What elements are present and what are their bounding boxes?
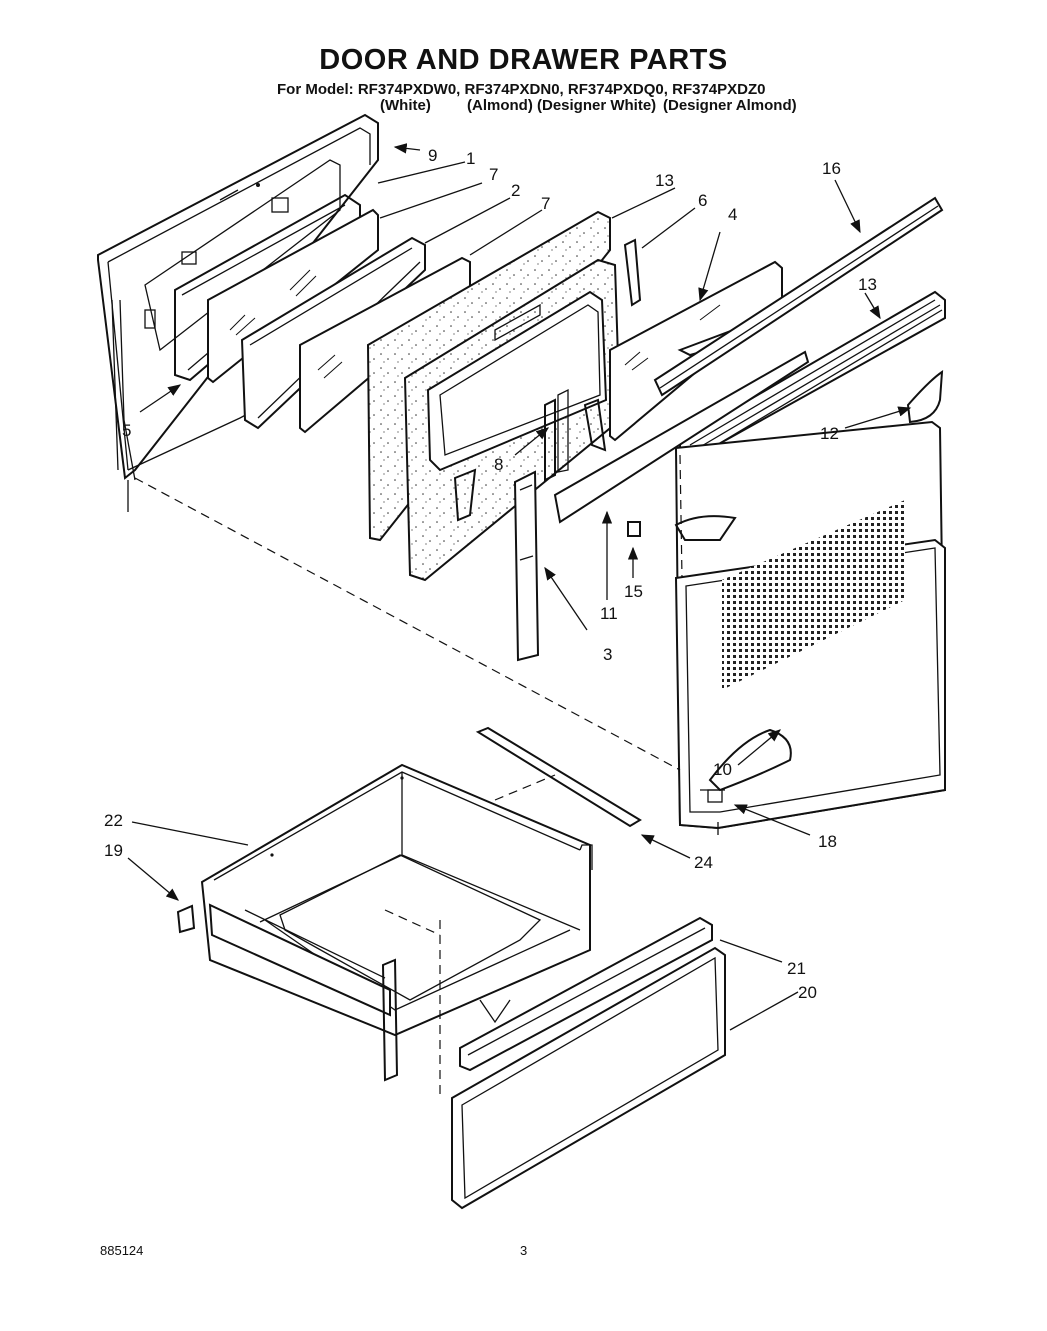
callout-9: 9 — [428, 146, 437, 165]
drawer-clip-19 — [176, 904, 196, 934]
bottom-trim-11 — [553, 350, 810, 524]
drawer-body-22 — [200, 763, 593, 1082]
drawer-front-20 — [451, 946, 726, 1210]
callout-19: 19 — [104, 841, 123, 860]
callout-7a: 7 — [489, 165, 498, 184]
callout-7b: 7 — [541, 194, 550, 213]
model-list: For Model: RF374PXDW0, RF374PXDN0, RF374… — [277, 81, 766, 98]
callout-16: 16 — [822, 159, 841, 178]
variant-designer-white: (Designer White) — [537, 97, 657, 114]
callout-12: 12 — [820, 424, 839, 443]
callout-18: 18 — [818, 832, 837, 851]
leader-lines — [127, 143, 912, 1031]
callout-2: 2 — [511, 181, 520, 200]
callout-4: 4 — [728, 205, 737, 224]
variant-almond: (Almond) — [467, 97, 533, 114]
callout-24: 24 — [694, 853, 713, 872]
callout-6: 6 — [698, 191, 707, 210]
page-number: 3 — [520, 1243, 528, 1258]
drawer-rail-24 — [475, 726, 642, 828]
deflectors — [453, 398, 607, 522]
callout-8: 8 — [494, 455, 503, 474]
trim-strip-16 — [653, 196, 944, 397]
variant-designer-almond: (Designer Almond) — [663, 97, 797, 114]
callout-15: 15 — [624, 582, 643, 601]
doc-number: 885124 — [100, 1243, 144, 1258]
callout-10: 10 — [713, 760, 732, 779]
callout-11: 11 — [600, 604, 618, 623]
side-trim-3 — [513, 470, 540, 662]
page-title: DOOR AND DRAWER PARTS — [319, 44, 728, 76]
callout-3: 3 — [603, 645, 612, 664]
callout-labels: 9 1 7 2 7 13 6 4 16 13 12 5 8 15 11 3 10… — [104, 146, 877, 1002]
handle-cap-12 — [906, 370, 944, 424]
bracket-6 — [623, 238, 642, 307]
callout-13: 13 — [655, 171, 674, 190]
callout-21: 21 — [787, 959, 806, 978]
callout-1: 1 — [466, 149, 475, 168]
drawer-trim-21 — [459, 916, 713, 1072]
alignment-lines — [134, 454, 683, 1098]
callout-14: 13 — [858, 275, 877, 294]
callout-20: 20 — [798, 983, 817, 1002]
variant-white: (White) — [380, 97, 431, 114]
hinge-8 — [544, 388, 569, 482]
clip-15 — [627, 521, 641, 537]
callout-5: 5 — [122, 421, 131, 440]
outer-door-18 — [674, 420, 947, 835]
callout-22: 22 — [104, 811, 123, 830]
